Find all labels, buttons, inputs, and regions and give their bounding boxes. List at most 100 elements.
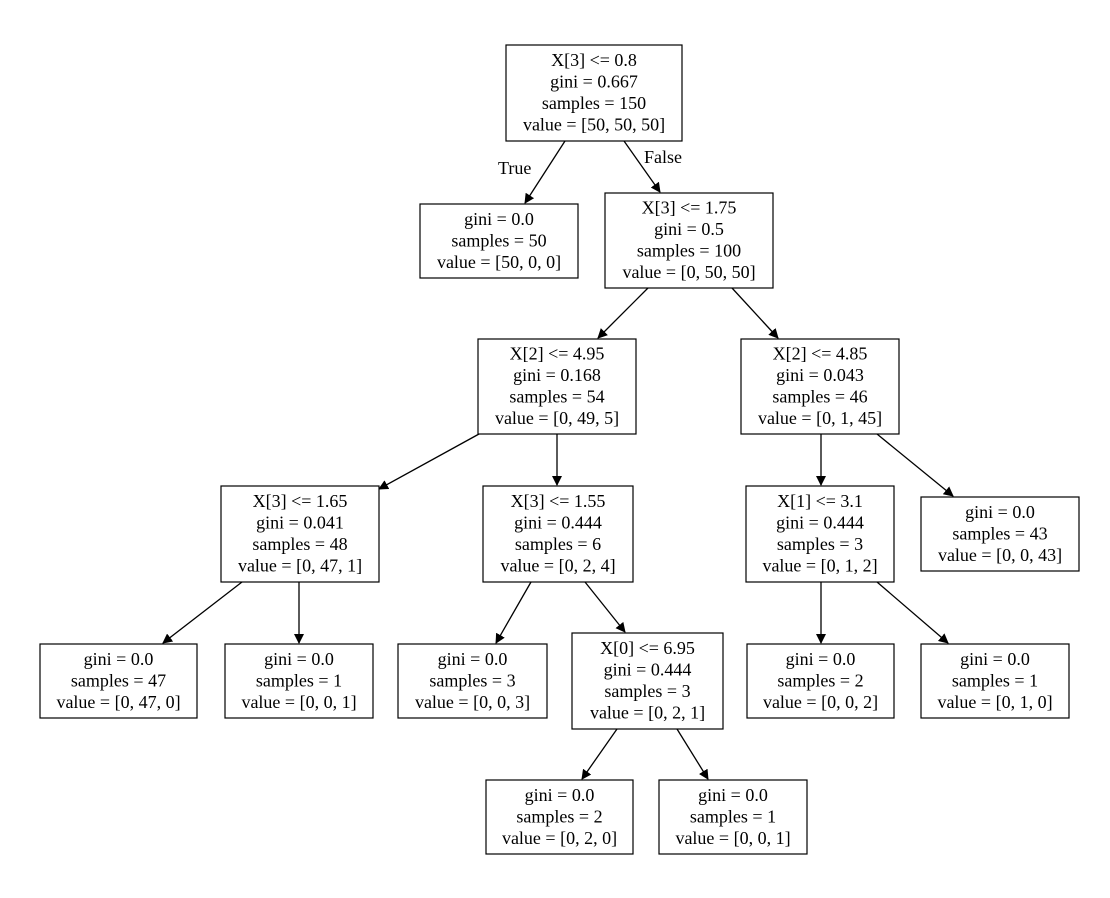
node-text-line: gini = 0.0 [438,649,508,669]
node-text-line: samples = 43 [952,523,1047,543]
node-box [745,485,895,583]
node-text-line: gini = 0.0 [786,649,856,669]
node-text-line: gini = 0.444 [604,660,692,680]
node-text-line: value = [0, 0, 3] [415,692,530,712]
node-box [920,496,1080,572]
edge-n0-n2 [623,140,661,193]
node-text-line: samples = 54 [509,387,604,407]
node-text-line: gini = 0.0 [264,649,334,669]
node-box [658,779,808,855]
node-text-line: gini = 0.0 [965,502,1035,522]
node-text-line: gini = 0.041 [256,513,344,533]
node-text-line: value = [0, 1, 2] [762,556,877,576]
node-text-line: X[3] <= 1.75 [642,198,737,218]
node-box [39,643,198,719]
node-text-line: value = [0, 0, 1] [241,692,356,712]
node-text-line: value = [0, 49, 5] [495,408,619,428]
node-text-line: X[2] <= 4.95 [510,344,605,364]
edge-n0-n1 [524,140,566,204]
node-text-line: gini = 0.0 [525,785,595,805]
node-text-line: gini = 0.0 [698,785,768,805]
node-text-line: samples = 100 [637,241,741,261]
node-box [604,192,774,289]
node-text-line: X[3] <= 0.8 [551,50,637,70]
node-text-line: gini = 0.5 [654,219,724,239]
edge-n3-n5 [378,433,480,490]
node-box [482,485,634,583]
node-text-line: gini = 0.168 [513,365,601,385]
node-box [505,44,683,142]
edge-n7-n14 [876,581,949,644]
node-text-line: gini = 0.043 [776,365,864,385]
node-text-line: samples = 6 [515,534,601,554]
node-text-line: value = [0, 0, 1] [675,828,790,848]
node-text-line: samples = 48 [252,534,347,554]
node-text-line: gini = 0.0 [960,649,1030,669]
node-text-line: gini = 0.444 [514,513,602,533]
node-text-line: samples = 3 [429,670,515,690]
node-text-line: value = [50, 50, 50] [523,115,665,135]
node-text-line: value = [0, 1, 0] [937,692,1052,712]
edge-n4-n8 [876,433,954,497]
edge-label-true: True [498,158,531,178]
node-text-line: value = [0, 47, 0] [56,692,180,712]
edge-label-false: False [644,147,682,167]
node-text-line: samples = 2 [516,806,602,826]
edge-n5-n9 [162,581,243,644]
node-text-line: value = [0, 2, 0] [502,828,617,848]
edge-n6-n12 [584,581,626,633]
edge-n2-n3 [597,287,649,339]
node-text-line: samples = 1 [256,670,342,690]
node-text-line: samples = 50 [451,230,546,250]
node-text-line: value = [50, 0, 0] [437,252,561,272]
node-text-line: samples = 150 [542,93,646,113]
node-text-line: X[2] <= 4.85 [773,344,868,364]
node-text-line: value = [0, 1, 45] [758,408,882,428]
node-text-line: samples = 3 [777,534,863,554]
node-box [746,643,895,719]
node-text-line: value = [0, 47, 1] [238,556,362,576]
node-text-line: X[1] <= 3.1 [777,491,863,511]
node-text-line: value = [0, 0, 43] [938,545,1062,565]
node-text-line: gini = 0.0 [84,649,154,669]
node-text-line: samples = 2 [777,670,863,690]
node-box [224,643,374,719]
edges-layer [162,140,954,780]
node-box [571,632,724,730]
node-text-line: X[3] <= 1.65 [253,491,348,511]
node-text-line: samples = 3 [604,681,690,701]
edge-n12-n15 [581,728,618,780]
node-text-line: gini = 0.667 [550,72,638,92]
node-box [220,485,380,583]
node-box [419,203,579,279]
node-text-line: gini = 0.0 [464,209,534,229]
edge-n2-n4 [731,287,779,339]
node-text-line: gini = 0.444 [776,513,864,533]
node-text-line: X[0] <= 6.95 [600,638,695,658]
node-text-line: value = [0, 0, 2] [763,692,878,712]
node-box [920,643,1070,719]
node-text-line: value = [0, 2, 1] [590,703,705,723]
node-box [477,338,637,435]
node-text-line: value = [0, 50, 50] [622,262,755,282]
edge-n12-n16 [676,728,709,780]
node-text-line: X[3] <= 1.55 [511,491,606,511]
